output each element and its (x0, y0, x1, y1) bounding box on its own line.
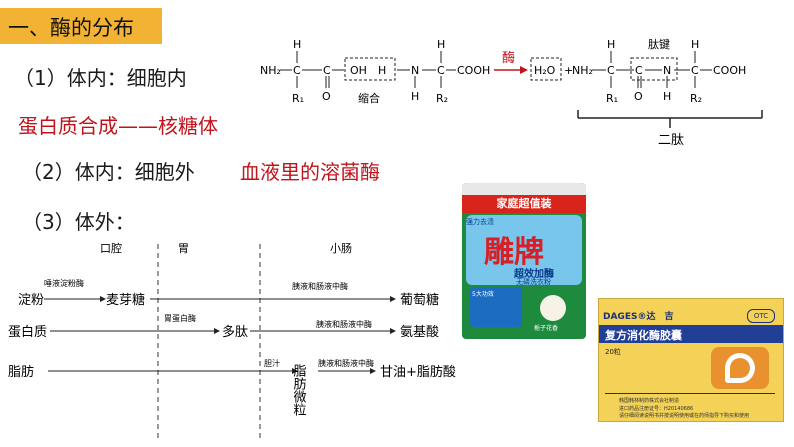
glucose-label: 葡萄糖 (400, 292, 439, 308)
oh-label: OH (350, 64, 367, 77)
enzyme-label: 酶 (502, 50, 515, 66)
c-label: C (635, 64, 643, 77)
c-label: C (691, 64, 699, 77)
pancreatic-enzyme-label-3: 胰液和肠液中酶 (318, 358, 374, 368)
detergent-sub: 无磷洗衣粉 (516, 278, 551, 286)
h-label: H (293, 38, 301, 51)
detergent-features: 5大功效 (472, 291, 494, 298)
protein-label: 蛋白质 (8, 324, 47, 340)
h-label: H (691, 38, 699, 51)
glycerol-fatty-acid-label: 甘油+脂肪酸 (380, 364, 456, 380)
medicine-box-image: DAGES®达 吉 OTC 复方消化酶胶囊 20粒 韩国韩林制药株式会社制造 进… (598, 298, 784, 422)
r1-label: R₁ (606, 92, 618, 105)
cooh-label: COOH (457, 64, 490, 77)
c-label: C (323, 64, 331, 77)
page-title: 一、酶的分布 (8, 16, 134, 40)
digestion-diagram: 口腔 胃 小肠 淀粉 唾液淀粉酶 麦芽糖 胰液和肠液中酶 葡萄糖 蛋白质 胃蛋白… (8, 241, 456, 440)
medicine-count: 20粒 (605, 348, 621, 356)
condensation-diagram: NH₂ C H R₁ C O OH H 缩合 N H C H R₂ COOH 酶… (260, 37, 763, 148)
n-label: N (411, 64, 419, 77)
cooh-label: COOH (713, 64, 746, 77)
amino-acid-label: 氨基酸 (400, 325, 439, 340)
pepsin-label: 胃蛋白酶 (164, 313, 196, 323)
o-label: O (634, 90, 643, 103)
medicine-brand: DAGES®达 吉 (603, 312, 674, 322)
section-stomach: 胃 (178, 242, 189, 255)
o-label: O (322, 90, 331, 103)
c-label: C (437, 64, 445, 77)
stomach-icon (711, 347, 769, 389)
saliva-amylase-label: 唾液淀粉酶 (44, 278, 84, 288)
c-label: C (293, 64, 301, 77)
medicine-note: 请仔细阅读说明书并按说明使用或在药师指导下购买和使用 (619, 413, 750, 419)
nh2-label: NH₂ (572, 64, 593, 77)
fat-label: 脂肪 (8, 364, 34, 380)
nh2-label: NH₂ (260, 64, 281, 77)
r2-label: R₂ (436, 92, 448, 105)
detergent-product: 超效加酶 (514, 269, 554, 280)
dipeptide-label: 二肽 (658, 133, 684, 148)
detergent-banner: 家庭超值装 (462, 195, 586, 213)
detergent-brand: 雕牌 (484, 235, 544, 270)
h-label: H (607, 38, 615, 51)
medicine-name: 复方消化酶胶囊 (605, 329, 682, 342)
h-label: H (437, 38, 445, 51)
r1-label: R₁ (292, 92, 304, 105)
medicine-reg: 进口药品注册证号：H20140686 (619, 406, 694, 412)
section-lysozyme: 血液里的溶菌酶 (240, 160, 380, 184)
section-ribosome: 蛋白质合成——核糖体 (18, 114, 218, 138)
c-label: C (607, 64, 615, 77)
h-label: H (411, 90, 419, 103)
otc-badge: OTC (747, 309, 775, 323)
starch-label: 淀粉 (18, 293, 44, 308)
section-outside: （3）体外： (22, 210, 135, 234)
maltose-label: 麦芽糖 (106, 292, 145, 308)
peptide-bond-label: 肽键 (648, 37, 670, 51)
condensation-label: 缩合 (358, 91, 380, 105)
peptide-bond-box (630, 57, 678, 81)
section-out-cell: （2）体内：细胞外 (22, 160, 195, 184)
n-label: N (663, 64, 671, 77)
plus-label: + (564, 64, 573, 77)
r2-label: R₂ (690, 92, 702, 105)
oh-h-box (344, 57, 396, 81)
polypeptide-label: 多肽 (222, 324, 248, 340)
detergent-tag: 强力去渍 (466, 218, 494, 226)
pancreatic-enzyme-label-2: 胰液和肠液中酶 (316, 319, 372, 329)
title-bar (0, 8, 162, 44)
section-mouth: 口腔 (100, 241, 122, 255)
bile-label: 胆汁 (264, 358, 280, 368)
section-in-cell: （1）体内：细胞内 (14, 66, 187, 90)
h2o-label: H₂O (534, 64, 556, 77)
h-label: H (378, 64, 386, 77)
water-box (530, 57, 562, 81)
flower-icon (540, 295, 566, 321)
medicine-maker: 韩国韩林制药株式会社制造 (619, 398, 680, 404)
detergent-product-image: 家庭超值装 强力去渍 雕牌 超效加酶 无磷洗衣粉 5大功效 栀子花香 (462, 183, 586, 339)
fat-droplets-label: 脂肪微粒 (291, 364, 307, 416)
section-intestine: 小肠 (330, 242, 352, 255)
detergent-flower: 栀子花香 (534, 325, 559, 332)
pancreatic-enzyme-label-1: 胰液和肠液中酶 (292, 281, 348, 291)
h-label: H (663, 90, 671, 103)
